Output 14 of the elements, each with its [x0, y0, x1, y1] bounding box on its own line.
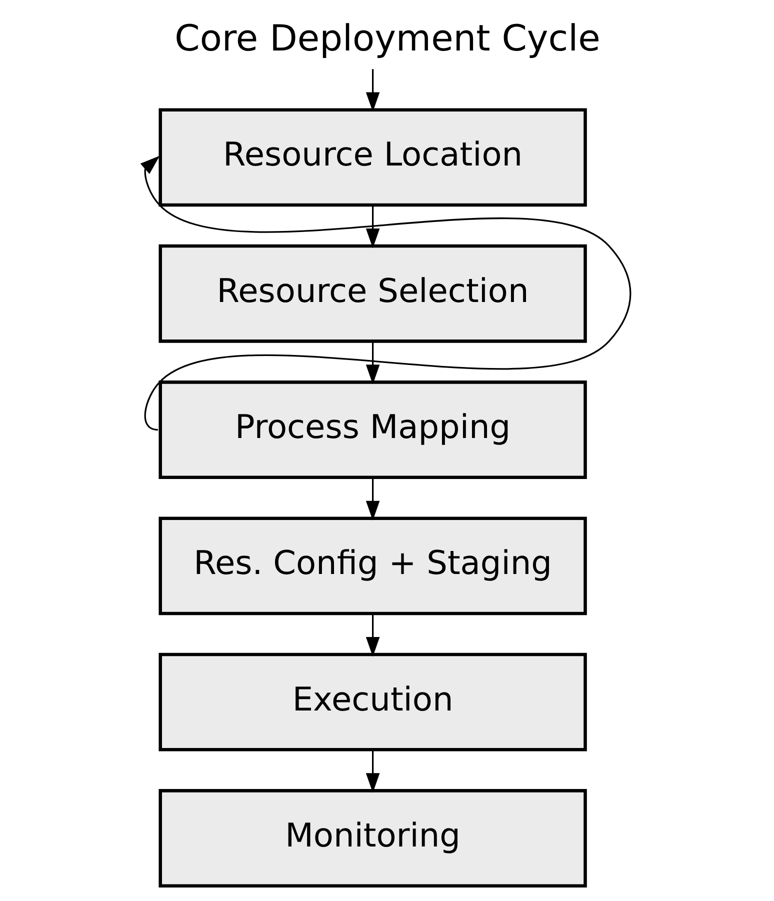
arrow	[365, 69, 380, 112]
node-box: Execution	[158, 652, 586, 752]
node-box: Res. Config + Staging	[158, 516, 586, 616]
arrow	[140, 156, 630, 430]
diagram-title: Core Deployment Cycle	[174, 18, 600, 60]
arrow	[365, 478, 380, 521]
node-box: Monitoring	[158, 789, 586, 888]
arrow	[365, 206, 380, 248]
arrow	[365, 614, 380, 657]
arrow	[365, 750, 380, 793]
node-box: Resource Location	[158, 108, 586, 207]
arrow	[365, 342, 380, 384]
node-box: Process Mapping	[158, 380, 586, 479]
node-box: Resource Selection	[158, 244, 586, 343]
